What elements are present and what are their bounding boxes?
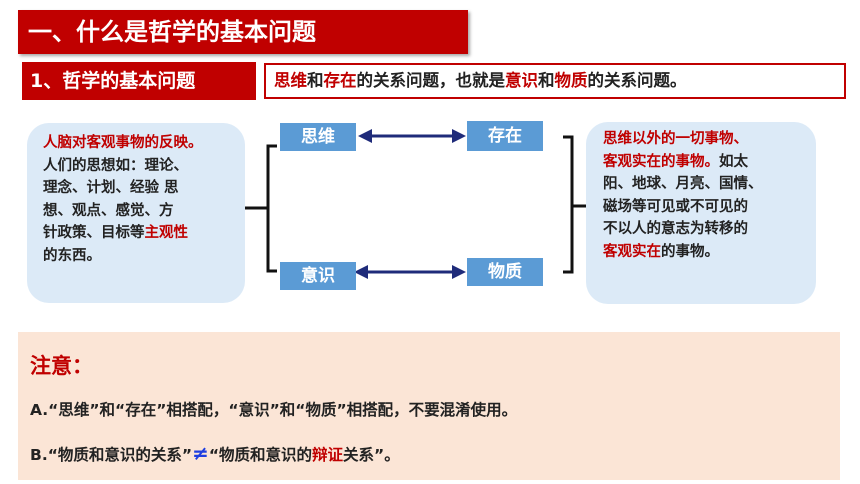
right-line-1: 思维以外的一切事物、 [603,131,748,147]
matter-description: 思维以外的一切事物、 客观实在的事物。如太 阳、地球、月亮、国情、 磁场等可见或… [586,122,816,304]
definition-and-2: 和 [538,71,555,90]
subjective-highlight: 主观性 [144,225,189,241]
right-line-4: 磁场等可见或不可见的 [603,198,748,215]
section-title: 一、什么是哲学的基本问题 [18,10,468,54]
objective-reality-highlight: 客观实在 [603,243,661,260]
note-line-b-part-2: “物质和意识的 [208,446,313,464]
concept-existence: 存在 [467,121,543,151]
left-line-5: 针政策、目标等主观性 [43,222,233,245]
sub-title: 1、哲学的基本问题 [22,62,256,100]
double-arrow-top [358,129,466,143]
note-line-b-part-1: B.“物质和意识的关系” [30,446,193,464]
definition-matter: 物质 [554,71,588,90]
left-bracket [245,144,277,273]
definition-consciousness: 意识 [505,71,538,90]
concept-matter: 物质 [467,258,543,286]
left-line-3: 理念、计划、经验 思 [43,180,179,196]
right-line-3: 阳、地球、月亮、国情、 [603,176,763,192]
right-bracket [563,135,586,274]
left-line-4: 想、观点、感觉、方 [43,202,174,219]
left-line-2: 人们的思想如：理论、 [43,157,188,174]
note-line-b-part-4: 关系”。 [343,446,400,464]
right-line-5: 不以人的意志为转移的 [603,221,748,237]
definition-thinking: 思维 [274,71,307,90]
note-panel [18,332,840,480]
left-line-6: 的东西。 [43,247,101,264]
definition-middle: 的关系问题，也就是 [356,71,506,90]
right-line-2: 客观实在的事物。如太 [603,151,806,174]
definition-box: 思维和存在的关系问题，也就是意识和物质的关系问题。 [264,63,846,99]
definition-existence: 存在 [323,71,357,90]
double-arrow-bottom [354,265,466,279]
dialectical-highlight: 辩证 [312,446,344,464]
note-line-a: A.“思维”和“存在”相搭配，“意识”和“物质”相搭配，不要混淆使用。 [30,401,518,419]
concept-consciousness: 意识 [280,262,356,290]
right-line-6: 客观实在的事物。 [603,241,806,264]
note-line-b: B.“物质和意识的关系”≠“物质和意识的辩证关系”。 [30,441,400,465]
definition-and-1: 和 [307,71,324,90]
note-title: 注意： [30,354,93,378]
not-equal-sign: ≠ [192,441,209,465]
left-line-1: 人脑对客观事物的反映。 [43,135,203,151]
right-line-2a: 客观实在的事物。 [603,153,719,170]
right-line-2b: 如太 [719,153,748,170]
right-line-6b: 的事物。 [661,243,719,260]
left-line-5a: 针政策、目标等 [43,225,145,241]
concept-thinking: 思维 [280,123,356,151]
definition-end: 的关系问题。 [587,71,687,90]
consciousness-description: 人脑对客观事物的反映。 人们的思想如：理论、 理念、计划、经验 思 想、观点、感… [27,123,245,303]
